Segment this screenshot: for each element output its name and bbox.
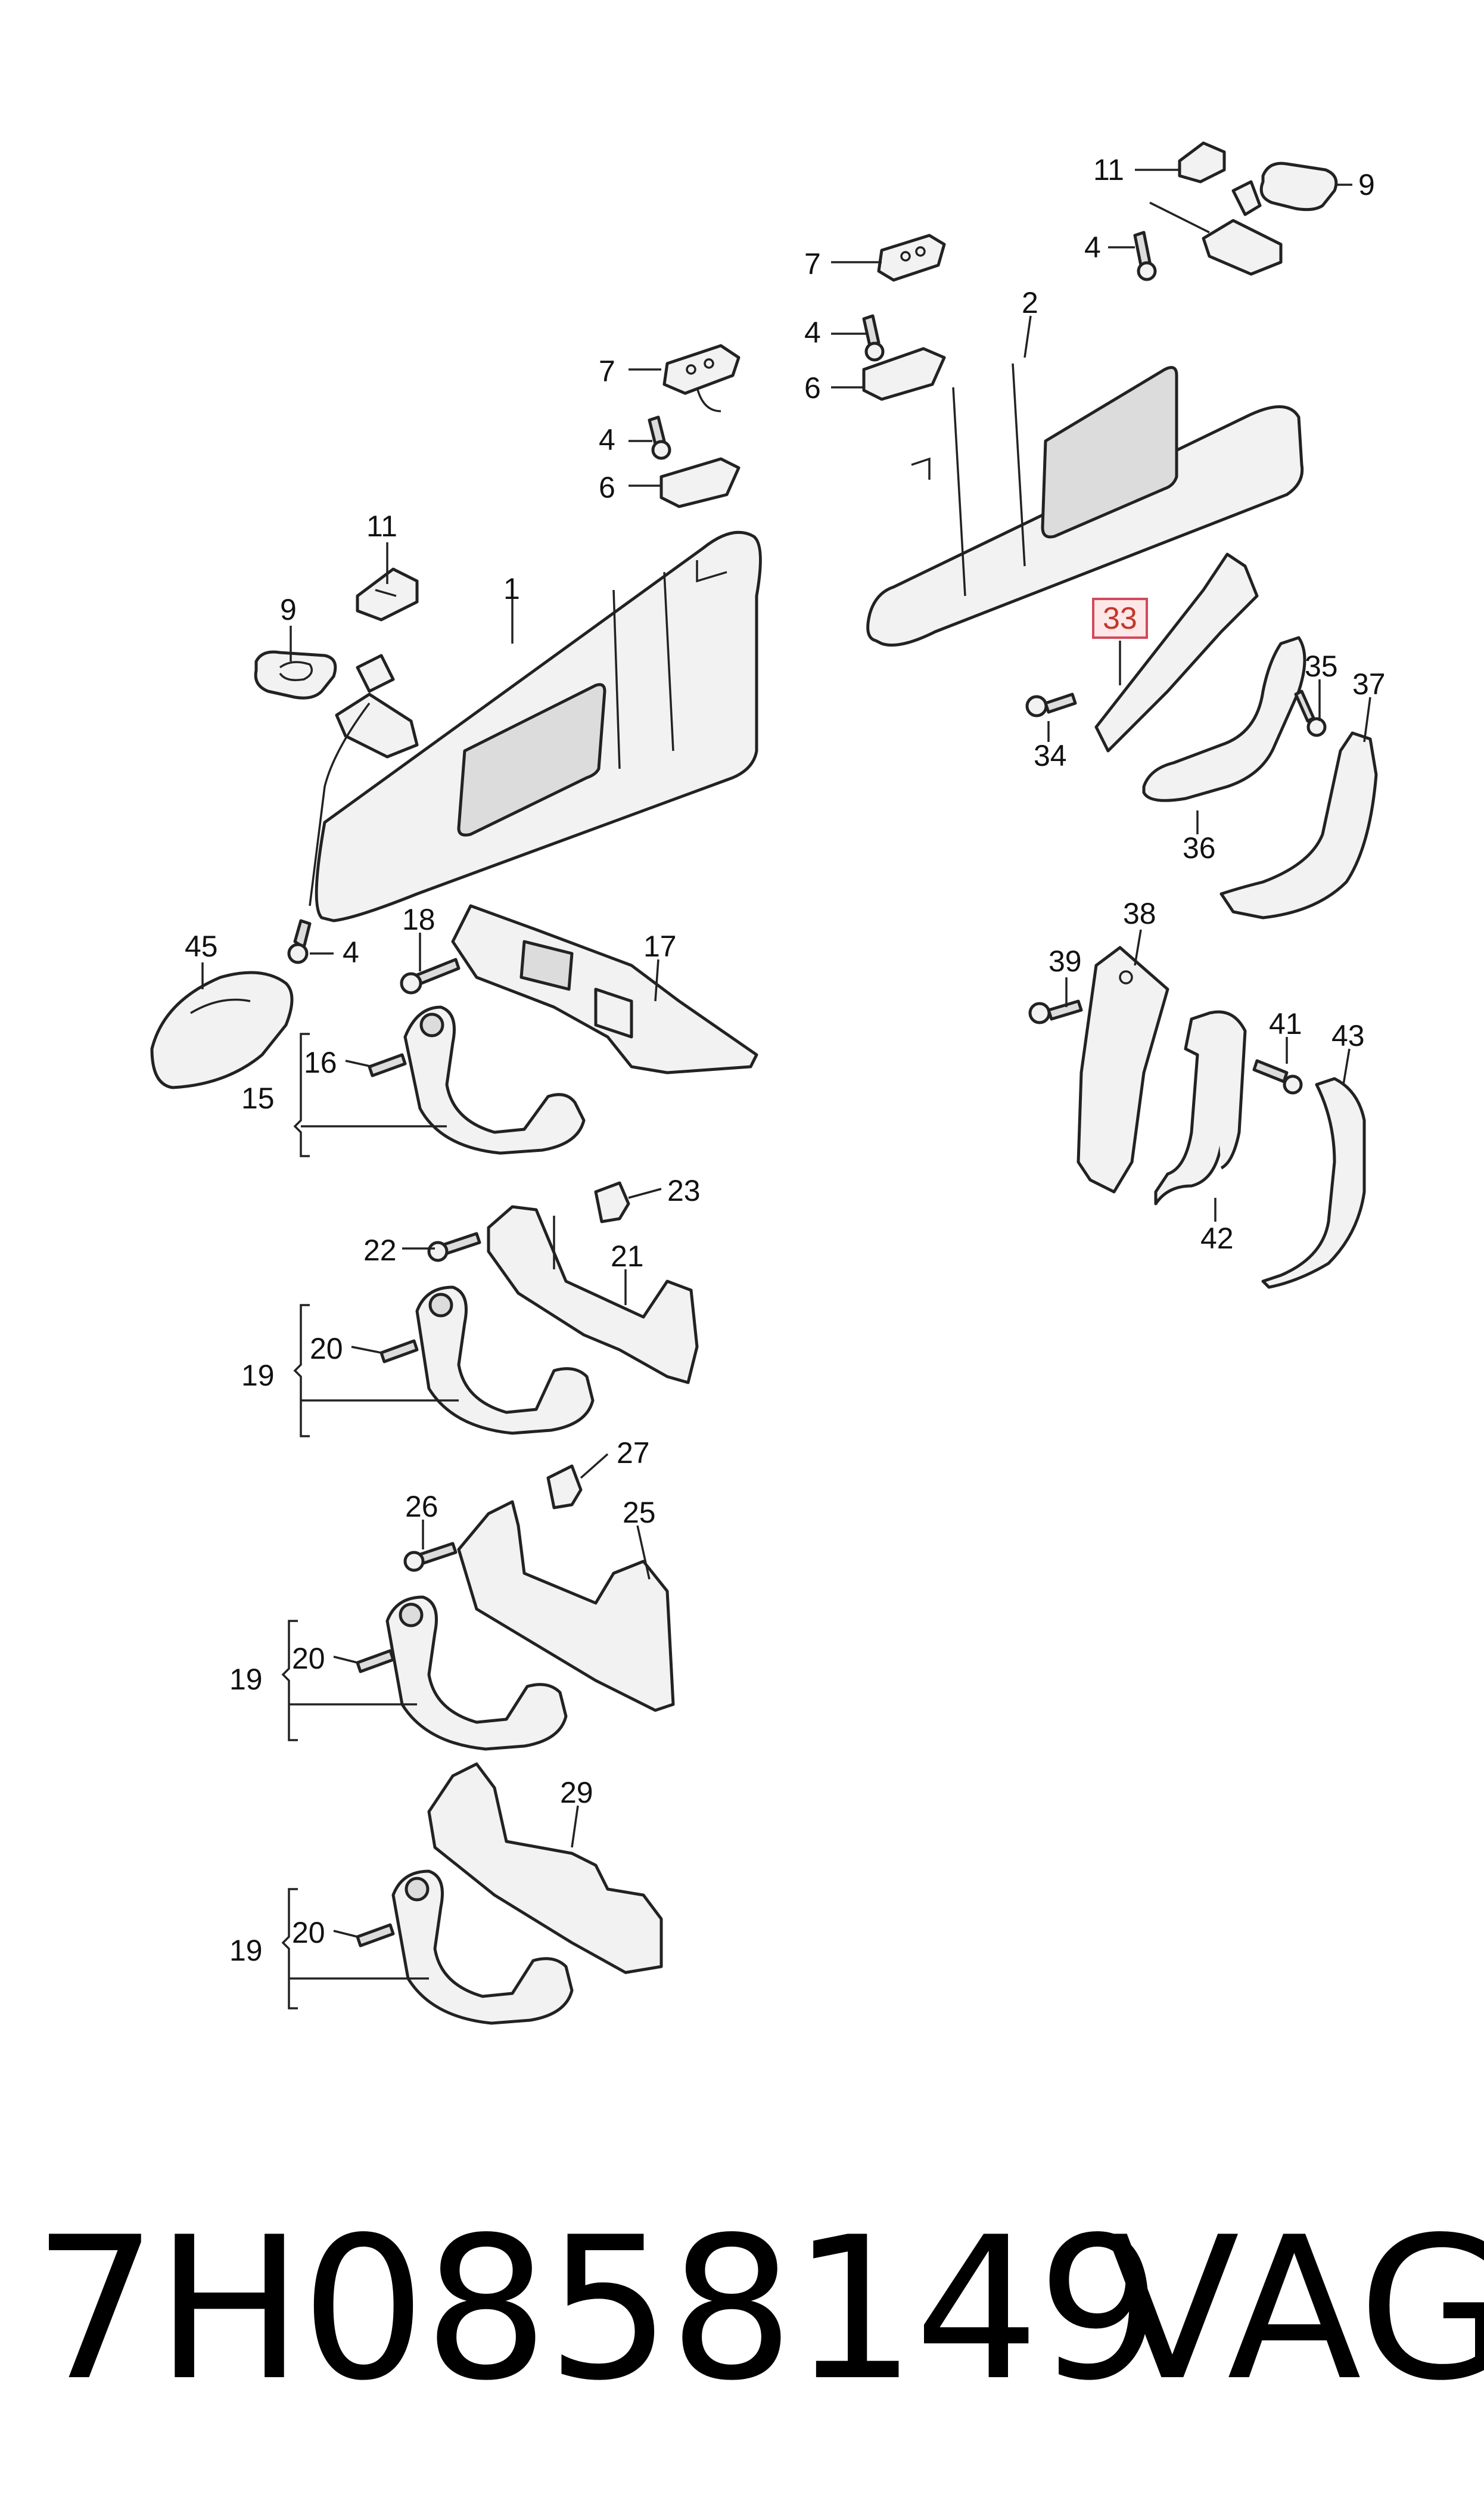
brace-19a — [293, 1304, 459, 1437]
grab-handle-19a — [415, 1285, 595, 1435]
callout-15: 15 — [241, 1082, 275, 1115]
grab-handle-36 — [1142, 636, 1306, 802]
callout-19b: 19 — [229, 1663, 263, 1696]
callout-18: 18 — [402, 903, 435, 936]
brace-19b — [281, 1620, 417, 1741]
bracket-25 — [457, 1500, 675, 1712]
callout-6-left: 6 — [599, 471, 615, 504]
screw-4-right — [1133, 231, 1157, 281]
callout-26: 26 — [405, 1490, 438, 1523]
callout-27: 27 — [617, 1436, 650, 1470]
callout-34: 34 — [1034, 739, 1067, 772]
clip-23 — [594, 1181, 630, 1223]
callout-36: 36 — [1183, 831, 1216, 865]
callout-19a: 19 — [241, 1359, 275, 1392]
bracket-33 — [1094, 552, 1259, 753]
callout-20a: 20 — [310, 1332, 343, 1365]
brace-19c — [281, 1888, 429, 2009]
callout-4-visor-left: 4 — [343, 936, 359, 969]
cover-45 — [150, 971, 294, 1089]
bracket-29 — [427, 1762, 663, 1974]
screw-26 — [403, 1542, 458, 1572]
callout-20b: 20 — [292, 1642, 325, 1675]
callout-25: 25 — [623, 1496, 656, 1529]
grab-handle-15 — [403, 1005, 586, 1155]
callout-7-left: 7 — [599, 355, 615, 388]
sun-visor-left — [315, 530, 762, 923]
callout-21: 21 — [611, 1240, 644, 1273]
callout-29: 29 — [560, 1776, 593, 1809]
clip-11-right — [1178, 141, 1226, 184]
clip-7-right — [877, 234, 946, 282]
callout-9-right: 9 — [1358, 168, 1375, 201]
callout-2: 2 — [1022, 286, 1038, 319]
cover-37 — [1219, 731, 1378, 920]
grab-handle-42 — [1154, 1010, 1247, 1206]
grab-handle-19b — [385, 1595, 568, 1751]
screw-18 — [400, 958, 461, 995]
clip-7-left — [662, 344, 741, 412]
callout-4-right-top: 4 — [804, 316, 821, 349]
callout-42: 42 — [1200, 1222, 1234, 1255]
callout-7-right: 7 — [804, 247, 821, 281]
callout-39: 39 — [1049, 945, 1082, 978]
brand-label: VAG — [1105, 2195, 1484, 2424]
brace-15 — [293, 1033, 447, 1157]
visor-hinge-left — [309, 654, 419, 906]
callout-20c: 20 — [292, 1916, 325, 1949]
visor-hinge-right — [1202, 180, 1283, 276]
callout-1: 1 — [503, 572, 520, 605]
bracket-38 — [1077, 946, 1169, 1194]
screw-20a — [379, 1339, 419, 1363]
screw-34 — [1025, 692, 1077, 718]
screw-20b — [356, 1649, 395, 1673]
trim-9-left — [254, 650, 337, 700]
callout-41: 41 — [1269, 1007, 1302, 1040]
bracket-17 — [451, 904, 758, 1074]
callout-33-highlight — [1092, 598, 1148, 639]
grab-handle-19c — [391, 1869, 574, 2025]
leader-lines — [201, 169, 1371, 1938]
bracket-21 — [487, 1205, 699, 1384]
callout-6-right: 6 — [804, 371, 821, 405]
trim-9-right — [1259, 161, 1338, 212]
callout-16: 16 — [304, 1046, 337, 1079]
cover-6-right — [862, 347, 946, 401]
callout-11-right: 11 — [1093, 153, 1124, 187]
part-number: 7H0858149 — [33, 2195, 1162, 2424]
callout-22: 22 — [363, 1234, 397, 1267]
screw-16 — [368, 1053, 407, 1077]
clip-11-left — [356, 567, 419, 622]
callout-43: 43 — [1331, 1019, 1365, 1052]
screw-41 — [1252, 1059, 1303, 1095]
callout-labels: 1 2 11 9 4 7 4 6 7 4 6 11 4 9 45 17 18 1… — [185, 153, 1386, 1967]
callout-9-left: 9 — [280, 593, 297, 626]
screw-22 — [427, 1232, 481, 1262]
screw-20c — [356, 1923, 395, 1948]
cover-6-left — [659, 457, 741, 508]
screw-4-left-visor — [287, 919, 312, 964]
screw-4-left-top — [648, 415, 671, 460]
screw-39 — [1028, 999, 1083, 1024]
callout-45: 45 — [185, 930, 218, 963]
callout-19c: 19 — [229, 1934, 263, 1967]
callout-11-left: 11 — [366, 510, 397, 543]
callout-4-right: 4 — [1084, 231, 1101, 264]
callout-23: 23 — [667, 1174, 701, 1207]
clip-27 — [546, 1464, 583, 1509]
callout-35: 35 — [1305, 650, 1338, 683]
callout-38: 38 — [1123, 897, 1156, 930]
sun-visor-right — [866, 363, 1304, 647]
callout-37: 37 — [1352, 667, 1386, 701]
cover-43 — [1261, 1077, 1366, 1289]
callout-17: 17 — [643, 930, 677, 963]
screw-4-right-top — [862, 314, 885, 362]
callout-33: 33 — [1103, 601, 1137, 636]
callout-4-left-top: 4 — [599, 423, 615, 456]
screw-35 — [1294, 689, 1327, 737]
